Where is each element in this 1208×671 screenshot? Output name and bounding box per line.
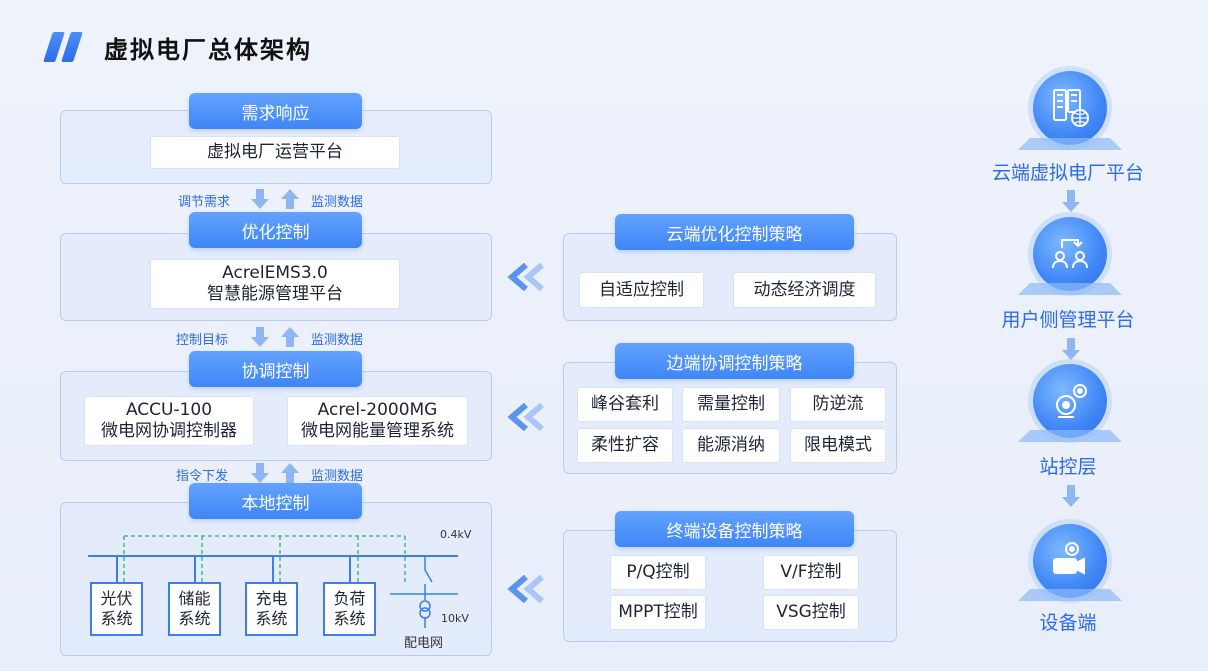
down-arrow-icon bbox=[251, 463, 269, 483]
strategy-item: P/Q控制 bbox=[610, 555, 706, 590]
accu-desc: 微电网协调控制器 bbox=[101, 421, 237, 441]
flow3-up-label: 监测数据 bbox=[311, 469, 364, 484]
down-arrow-icon bbox=[1062, 190, 1080, 212]
pv-line1: 光伏 bbox=[100, 589, 133, 608]
layer-label: 用户侧管理平台 bbox=[1001, 309, 1135, 331]
ems-card: AcrelEMS3.0 智慧能源管理平台 bbox=[150, 259, 400, 309]
down-arrow-icon bbox=[251, 189, 269, 209]
strategy-item: 限电模式 bbox=[790, 428, 886, 463]
camera-gear-icon bbox=[1033, 364, 1107, 438]
strategy-item: VSG控制 bbox=[763, 595, 859, 630]
down-arrow-icon bbox=[1062, 485, 1080, 507]
strategy-item: 峰谷套利 bbox=[577, 387, 673, 422]
load-system-box: 负荷 系统 bbox=[323, 582, 376, 636]
storage-line2: 系统 bbox=[178, 609, 211, 628]
storage-line1: 储能 bbox=[178, 589, 211, 608]
charging-system-box: 充电 系统 bbox=[245, 582, 298, 636]
layer-label: 设备端 bbox=[1039, 612, 1097, 634]
strategy-item: 动态经济调度 bbox=[733, 272, 876, 308]
voltage-high-label: 0.4kV bbox=[440, 528, 472, 541]
optimize-pill: 优化控制 bbox=[189, 212, 362, 248]
layer-label: 站控层 bbox=[1039, 456, 1097, 478]
strategy-item: 能源消纳 bbox=[682, 428, 780, 463]
flow2-down-label: 控制目标 bbox=[176, 333, 229, 348]
edge-strategy-pill: 边端协调控制策略 bbox=[615, 343, 854, 379]
double-chevron-left-icon bbox=[506, 262, 548, 292]
strategy-item: 自适应控制 bbox=[579, 272, 704, 308]
charging-line1: 充电 bbox=[255, 589, 288, 608]
up-arrow-icon bbox=[281, 463, 299, 483]
platform-base-icon bbox=[1018, 430, 1122, 442]
acrel2000-desc: 微电网能量管理系统 bbox=[301, 421, 454, 441]
title-mark-icon bbox=[43, 32, 86, 62]
vpp-operation-label: 虚拟电厂运营平台 bbox=[207, 142, 343, 162]
accu-name: ACCU-100 bbox=[125, 400, 213, 420]
strategy-item: 防逆流 bbox=[790, 387, 886, 422]
double-chevron-left-icon bbox=[506, 574, 548, 604]
strategy-item: V/F控制 bbox=[763, 555, 859, 590]
flow2-up-label: 监测数据 bbox=[311, 333, 364, 348]
voltage-low-label: 10kV bbox=[441, 612, 469, 625]
platform-base-icon bbox=[1018, 283, 1122, 295]
grid-label: 配电网 bbox=[404, 636, 444, 651]
flow3-down-label: 指令下发 bbox=[176, 469, 229, 484]
page-title: 虚拟电厂总体架构 bbox=[104, 36, 312, 64]
video-gear-icon bbox=[1033, 524, 1107, 598]
accu-card: ACCU-100 微电网协调控制器 bbox=[84, 396, 254, 446]
ems-name: AcrelEMS3.0 bbox=[222, 263, 328, 283]
up-arrow-icon bbox=[281, 327, 299, 347]
charging-line2: 系统 bbox=[255, 609, 288, 628]
cloud-strategy-pill: 云端优化控制策略 bbox=[615, 214, 854, 250]
acrel2000-name: Acrel-2000MG bbox=[317, 400, 438, 420]
strategy-item: 需量控制 bbox=[682, 387, 780, 422]
local-pill: 本地控制 bbox=[189, 483, 362, 519]
flow1-up-label: 监测数据 bbox=[311, 195, 364, 210]
coord-pill: 协调控制 bbox=[189, 351, 362, 387]
user-exchange-icon bbox=[1033, 217, 1107, 291]
load-line2: 系统 bbox=[333, 609, 366, 628]
acrel2000-card: Acrel-2000MG 微电网能量管理系统 bbox=[287, 396, 468, 446]
load-line1: 负荷 bbox=[333, 589, 366, 608]
platform-base-icon bbox=[1018, 589, 1122, 601]
storage-system-box: 储能 系统 bbox=[168, 582, 221, 636]
strategy-item: 柔性扩容 bbox=[577, 428, 673, 463]
platform-base-icon bbox=[1018, 138, 1122, 150]
ems-desc: 智慧能源管理平台 bbox=[207, 284, 343, 304]
double-chevron-left-icon bbox=[506, 402, 548, 432]
local-grid-diagram bbox=[88, 535, 458, 628]
layer-label: 云端虚拟电厂平台 bbox=[991, 162, 1144, 184]
up-arrow-icon bbox=[281, 189, 299, 209]
flow1-down-label: 调节需求 bbox=[178, 195, 231, 210]
pv-line2: 系统 bbox=[100, 609, 133, 628]
server-globe-icon bbox=[1033, 71, 1107, 145]
down-arrow-icon bbox=[1062, 338, 1080, 360]
demand-pill: 需求响应 bbox=[189, 93, 362, 129]
strategy-item: MPPT控制 bbox=[610, 595, 706, 630]
vpp-operation-card: 虚拟电厂运营平台 bbox=[150, 136, 400, 169]
down-arrow-icon bbox=[251, 327, 269, 347]
pv-system-box: 光伏 系统 bbox=[90, 582, 143, 636]
terminal-strategy-pill: 终端设备控制策略 bbox=[615, 511, 854, 547]
